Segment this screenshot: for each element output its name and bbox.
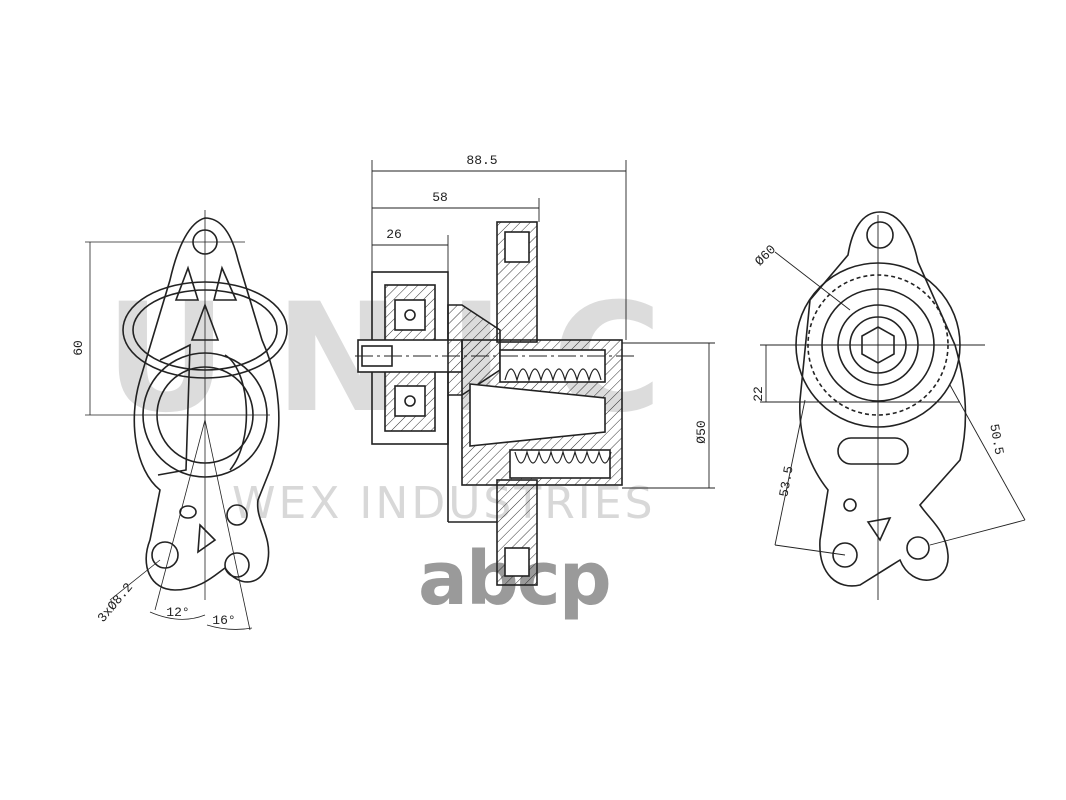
spring-bottom <box>509 449 611 479</box>
top-hole <box>866 221 894 249</box>
slot <box>224 354 248 471</box>
dim-offset: 22 <box>751 386 766 402</box>
slot <box>837 437 909 465</box>
dim-mid-length: 58 <box>432 190 448 205</box>
dim-dist-b: 50.5 <box>986 423 1006 456</box>
bolt-hole <box>226 504 248 526</box>
dim-overall-length: 88.5 <box>466 153 497 168</box>
watermark-tagline: WEX INDUSTRIES <box>232 478 656 529</box>
bolt-hole <box>151 541 179 569</box>
bearing-top <box>394 299 426 331</box>
cutout <box>179 505 197 519</box>
right-view <box>795 211 967 587</box>
shaft <box>469 383 606 447</box>
cutout <box>174 265 200 301</box>
cutout <box>212 265 238 301</box>
section-dimlines <box>355 160 715 489</box>
arm <box>157 343 191 476</box>
cutout <box>197 523 217 554</box>
dim-pulley-dia: Ø60 <box>752 242 779 269</box>
bearing-bottom <box>394 385 426 417</box>
cutout <box>866 516 892 542</box>
bolt-hole <box>906 536 930 560</box>
dim-dist-a: 53.5 <box>776 465 796 498</box>
dim-angle-b: 16° <box>212 613 235 628</box>
bolt-hole <box>832 542 858 568</box>
small-hole <box>843 498 857 512</box>
right-dimlines <box>760 215 1026 600</box>
dim-left-height: 60 <box>71 340 86 356</box>
dim-bolt-holes: 3xØ8.2 <box>95 580 137 626</box>
bolt-hole <box>224 552 250 578</box>
dim-pulley-width: 26 <box>386 227 402 242</box>
section-view <box>357 221 623 586</box>
dim-bore-dia: Ø50 <box>694 420 709 443</box>
left-centerlines <box>85 210 270 631</box>
dim-angle-a: 12° <box>166 605 189 620</box>
